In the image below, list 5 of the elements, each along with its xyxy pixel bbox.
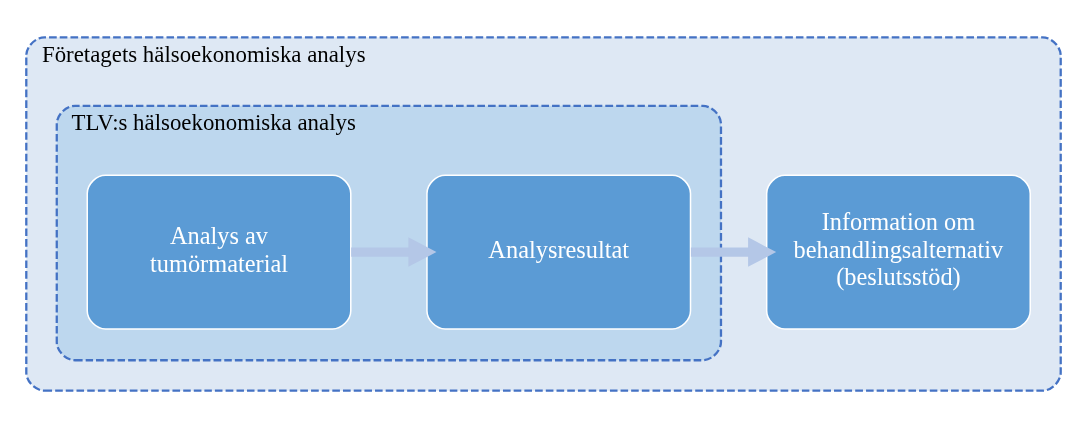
node-box: Analys av tumörmaterial bbox=[86, 174, 352, 330]
arrow bbox=[351, 237, 437, 267]
arrow bbox=[690, 237, 777, 267]
node-box: Information om behandlingsalternativ (beslutsstöd) bbox=[765, 174, 1031, 330]
node-box: Analysresultat bbox=[426, 174, 692, 330]
